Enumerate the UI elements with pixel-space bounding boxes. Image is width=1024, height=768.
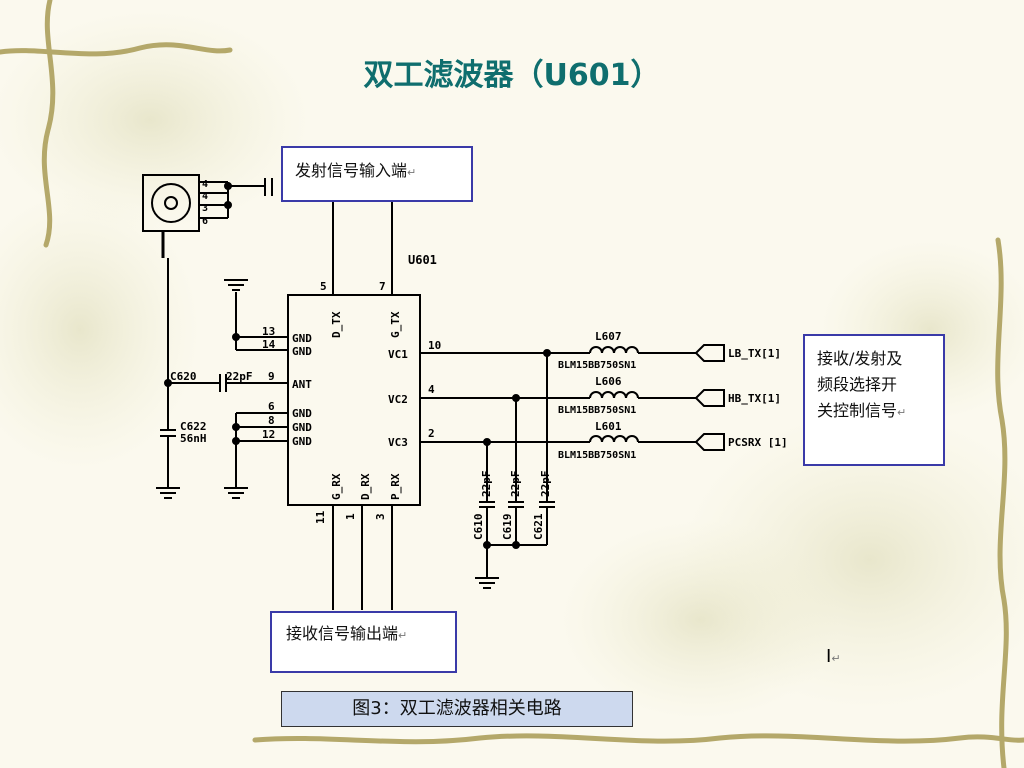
pin-num: 8 <box>268 414 275 427</box>
inductor-l607 <box>589 346 696 354</box>
figure-caption: 图3：双工滤波器相关电路 <box>281 691 633 727</box>
c621-ref: C621 <box>532 513 545 540</box>
vine-bottom <box>252 733 1024 745</box>
port-flag-lb-tx <box>694 344 725 362</box>
pin-name: GND <box>292 435 312 448</box>
ground-symbol <box>224 487 248 499</box>
pin-name: G_RX <box>330 473 343 500</box>
c621-value: 22pF <box>539 471 552 498</box>
port-flag-hb-tx <box>694 389 725 407</box>
pin-name: VC1 <box>388 348 408 361</box>
l601-value: BLM15BB750SN1 <box>558 450 636 461</box>
pin-num: 2 <box>428 427 435 440</box>
control-line-3: 关控制信号 <box>817 401 898 420</box>
port-label-pcsrx: PCSRX [1] <box>728 436 788 449</box>
connector-pin-label: 4 <box>202 191 208 202</box>
pin-name: G_TX <box>389 311 402 338</box>
l607-value: BLM15BB750SN1 <box>558 360 636 371</box>
l606-value: BLM15BB750SN1 <box>558 405 636 416</box>
return-mark: ↵ <box>831 652 841 665</box>
pin-name: VC3 <box>388 436 408 449</box>
c620-ref: C620 <box>170 370 197 383</box>
tx-input-note: 发射信号输入端↵ <box>281 146 473 202</box>
connector-pin-label: 3 <box>202 203 208 214</box>
pin-num: 13 <box>262 325 275 338</box>
pin-name: D_TX <box>330 311 343 338</box>
pin-num: 5 <box>320 280 327 293</box>
pin-name: VC2 <box>388 393 408 406</box>
port-flag-pcsrx <box>694 433 725 451</box>
ground-symbol <box>156 487 180 499</box>
c619-ref: C619 <box>501 514 514 541</box>
l606-ref: L606 <box>595 375 622 388</box>
port-label-hb-tx: HB_TX[1] <box>728 392 781 405</box>
stray-text-mark: I↵ <box>826 646 841 667</box>
control-line-1: 接收/发射及 <box>817 349 903 368</box>
pin-num: 1 <box>344 513 357 520</box>
pin-num: 3 <box>374 513 387 520</box>
control-signal-note: 接收/发射及 频段选择开 关控制信号↵ <box>803 334 945 466</box>
stray-text: I <box>826 646 832 667</box>
return-mark: ↵ <box>398 629 408 642</box>
c622-value: 56nH <box>180 432 207 445</box>
pin-num: 14 <box>262 338 276 351</box>
pin-name: GND <box>292 332 312 345</box>
ground-symbol <box>475 577 499 589</box>
chip-ref: U601 <box>408 253 437 267</box>
pin-num: 10 <box>428 339 441 352</box>
pin-name: D_RX <box>359 473 372 500</box>
l607-ref: L607 <box>595 330 622 343</box>
page-title: 双工滤波器（U601） <box>363 58 661 93</box>
vine-right <box>995 237 1009 768</box>
pin-name: GND <box>292 421 312 434</box>
tx-input-text: 发射信号输入端 <box>295 161 408 180</box>
inductor-l606 <box>589 391 696 399</box>
pin-num: 9 <box>268 370 275 383</box>
connector-pin-label: 4 <box>202 179 208 190</box>
c610-ref: C610 <box>472 514 485 541</box>
pin-num: 12 <box>262 428 275 441</box>
pin-name: ANT <box>292 378 312 391</box>
c619-value: 22pF <box>509 471 522 498</box>
pin-num: 6 <box>268 400 275 413</box>
c620-value: 22pF <box>226 370 253 383</box>
pin-num: 11 <box>314 510 327 524</box>
connector-pin-label: 6 <box>202 216 208 227</box>
ground-symbol <box>224 279 248 291</box>
return-mark: ↵ <box>407 166 417 179</box>
c610-value: 22pF <box>480 471 493 498</box>
c622-ref: C622 <box>180 420 207 433</box>
inductor-l601 <box>589 435 696 443</box>
l601-ref: L601 <box>595 420 622 433</box>
control-line-2: 频段选择开 <box>817 375 898 394</box>
rx-output-text: 接收信号输出端 <box>286 624 399 643</box>
pin-num: 7 <box>379 280 386 293</box>
pin-num: 4 <box>428 383 435 396</box>
pin-name: GND <box>292 407 312 420</box>
antenna-connector: 4 4 3 6 <box>142 174 273 258</box>
vine-left <box>0 0 233 248</box>
return-mark: ↵ <box>897 406 907 419</box>
port-label-lb-tx: LB_TX[1] <box>728 347 781 360</box>
pin-name: GND <box>292 345 312 358</box>
rx-output-note: 接收信号输出端↵ <box>270 611 457 673</box>
u601-chip <box>287 294 421 506</box>
pin-name: P_RX <box>389 473 402 500</box>
